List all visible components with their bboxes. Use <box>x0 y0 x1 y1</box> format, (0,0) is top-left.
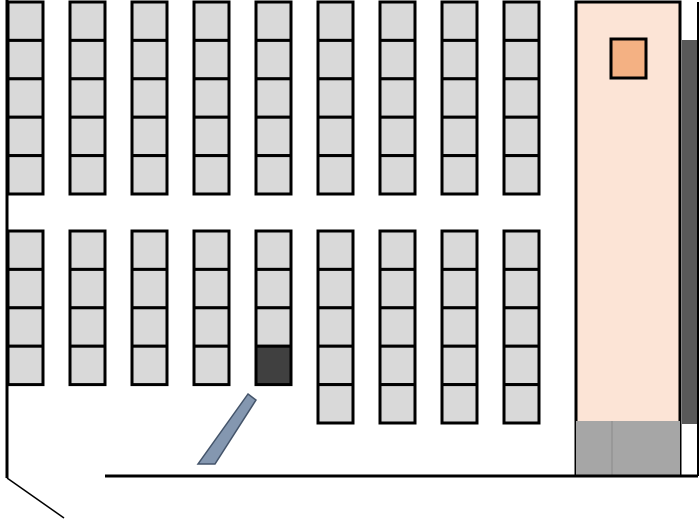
side-bar <box>682 40 698 424</box>
lower-seat-c1-r1 <box>6 229 45 271</box>
upper-seat-c6-r2 <box>316 38 355 81</box>
lower-seat-c1-r3 <box>6 306 45 348</box>
upper-seat-c8-r4 <box>440 115 479 158</box>
upper-seating-block <box>6 0 541 196</box>
upper-seat-c2-r4 <box>68 115 107 158</box>
upper-seat-c4-r4 <box>192 115 231 158</box>
upper-seat-c2-r1 <box>68 0 107 42</box>
lower-seat-c9-r5 <box>502 383 541 425</box>
lower-seat-c7-r5 <box>378 383 417 425</box>
upper-seat-c6-r5 <box>316 154 355 196</box>
lower-seat-c4-r4 <box>192 344 231 387</box>
lower-seat-c8-r1 <box>440 229 479 271</box>
upper-seat-c3-r1 <box>130 0 169 42</box>
upper-seat-c5-r3 <box>254 77 293 119</box>
lower-seat-c8-r3 <box>440 306 479 348</box>
lower-seat-c6-r1 <box>316 229 355 271</box>
lower-seating-block <box>6 229 541 425</box>
upper-seat-c6-r3 <box>316 77 355 119</box>
lower-seat-c5-r3 <box>254 306 293 348</box>
lower-seat-c8-r5 <box>440 383 479 425</box>
upper-seat-c9-r4 <box>502 115 541 158</box>
lower-seat-c4-r1 <box>192 229 231 271</box>
upper-seat-c8-r3 <box>440 77 479 119</box>
upper-seat-c3-r3 <box>130 77 169 119</box>
lower-seat-c6-r2 <box>316 267 355 310</box>
upper-seat-c2-r2 <box>68 38 107 81</box>
lower-seat-c1-r4 <box>6 344 45 387</box>
lower-seat-c2-r3 <box>68 306 107 348</box>
upper-seat-c5-r4 <box>254 115 293 158</box>
upper-seat-c1-r1 <box>6 0 45 42</box>
lower-seat-c1-r2 <box>6 267 45 310</box>
lower-seat-c8-r4 <box>440 344 479 387</box>
upper-seat-c7-r5 <box>378 154 417 196</box>
upper-seat-c7-r3 <box>378 77 417 119</box>
upper-seat-c9-r5 <box>502 154 541 196</box>
lower-seat-c3-r1 <box>130 229 169 271</box>
ramp <box>196 392 258 465</box>
lower-seat-c5-r2 <box>254 267 293 310</box>
upper-seat-c6-r4 <box>316 115 355 158</box>
lower-seat-c3-r2 <box>130 267 169 310</box>
upper-seat-c4-r3 <box>192 77 231 119</box>
lower-seat-c6-r3 <box>316 306 355 348</box>
upper-seat-c7-r2 <box>378 38 417 81</box>
lower-seat-c9-r3 <box>502 306 541 348</box>
lower-seat-c7-r4 <box>378 344 417 387</box>
upper-seat-c8-r5 <box>440 154 479 196</box>
stage-area <box>574 0 682 478</box>
upper-seat-c5-r2 <box>254 38 293 81</box>
upper-seat-c1-r5 <box>6 154 45 196</box>
upper-seat-c3-r2 <box>130 38 169 81</box>
upper-seat-c1-r3 <box>6 77 45 119</box>
door-swing-line <box>6 477 65 519</box>
upper-seat-c1-r4 <box>6 115 45 158</box>
upper-seat-c9-r1 <box>502 0 541 42</box>
upper-seat-c8-r2 <box>440 38 479 81</box>
stage-marker <box>609 37 648 80</box>
lower-seat-c2-r1 <box>68 229 107 271</box>
lower-seat-c4-r2 <box>192 267 231 310</box>
lower-seat-c9-r1 <box>502 229 541 271</box>
upper-seat-c5-r1 <box>254 0 293 42</box>
lower-seat-c5-r1 <box>254 229 293 271</box>
upper-seat-c9-r2 <box>502 38 541 81</box>
upper-seat-c7-r1 <box>378 0 417 42</box>
lower-seat-c6-r4 <box>316 344 355 387</box>
lower-seat-c7-r3 <box>378 306 417 348</box>
upper-seat-c2-r5 <box>68 154 107 196</box>
upper-seat-c9-r3 <box>502 77 541 119</box>
upper-seat-c4-r1 <box>192 0 231 42</box>
upper-seat-c2-r3 <box>68 77 107 119</box>
upper-seat-c3-r4 <box>130 115 169 158</box>
upper-seat-c4-r2 <box>192 38 231 81</box>
upper-seat-c5-r5 <box>254 154 293 196</box>
lower-seat-c7-r2 <box>378 267 417 310</box>
upper-seat-c1-r2 <box>6 38 45 81</box>
lower-seat-c9-r4 <box>502 344 541 387</box>
upper-seat-c8-r1 <box>440 0 479 42</box>
lower-seat-c9-r2 <box>502 267 541 310</box>
occupied-seat <box>254 344 293 387</box>
lower-seat-c6-r5 <box>316 383 355 425</box>
lower-seat-c4-r3 <box>192 306 231 348</box>
lower-seat-c7-r1 <box>378 229 417 271</box>
upper-seat-c6-r1 <box>316 0 355 42</box>
lower-seat-c3-r3 <box>130 306 169 348</box>
stage-base <box>576 421 680 476</box>
upper-seat-c4-r5 <box>192 154 231 196</box>
upper-seat-c7-r4 <box>378 115 417 158</box>
lower-seat-c2-r2 <box>68 267 107 310</box>
lower-seat-c2-r4 <box>68 344 107 387</box>
lower-seat-c3-r4 <box>130 344 169 387</box>
lower-seat-c8-r2 <box>440 267 479 310</box>
upper-seat-c3-r5 <box>130 154 169 196</box>
